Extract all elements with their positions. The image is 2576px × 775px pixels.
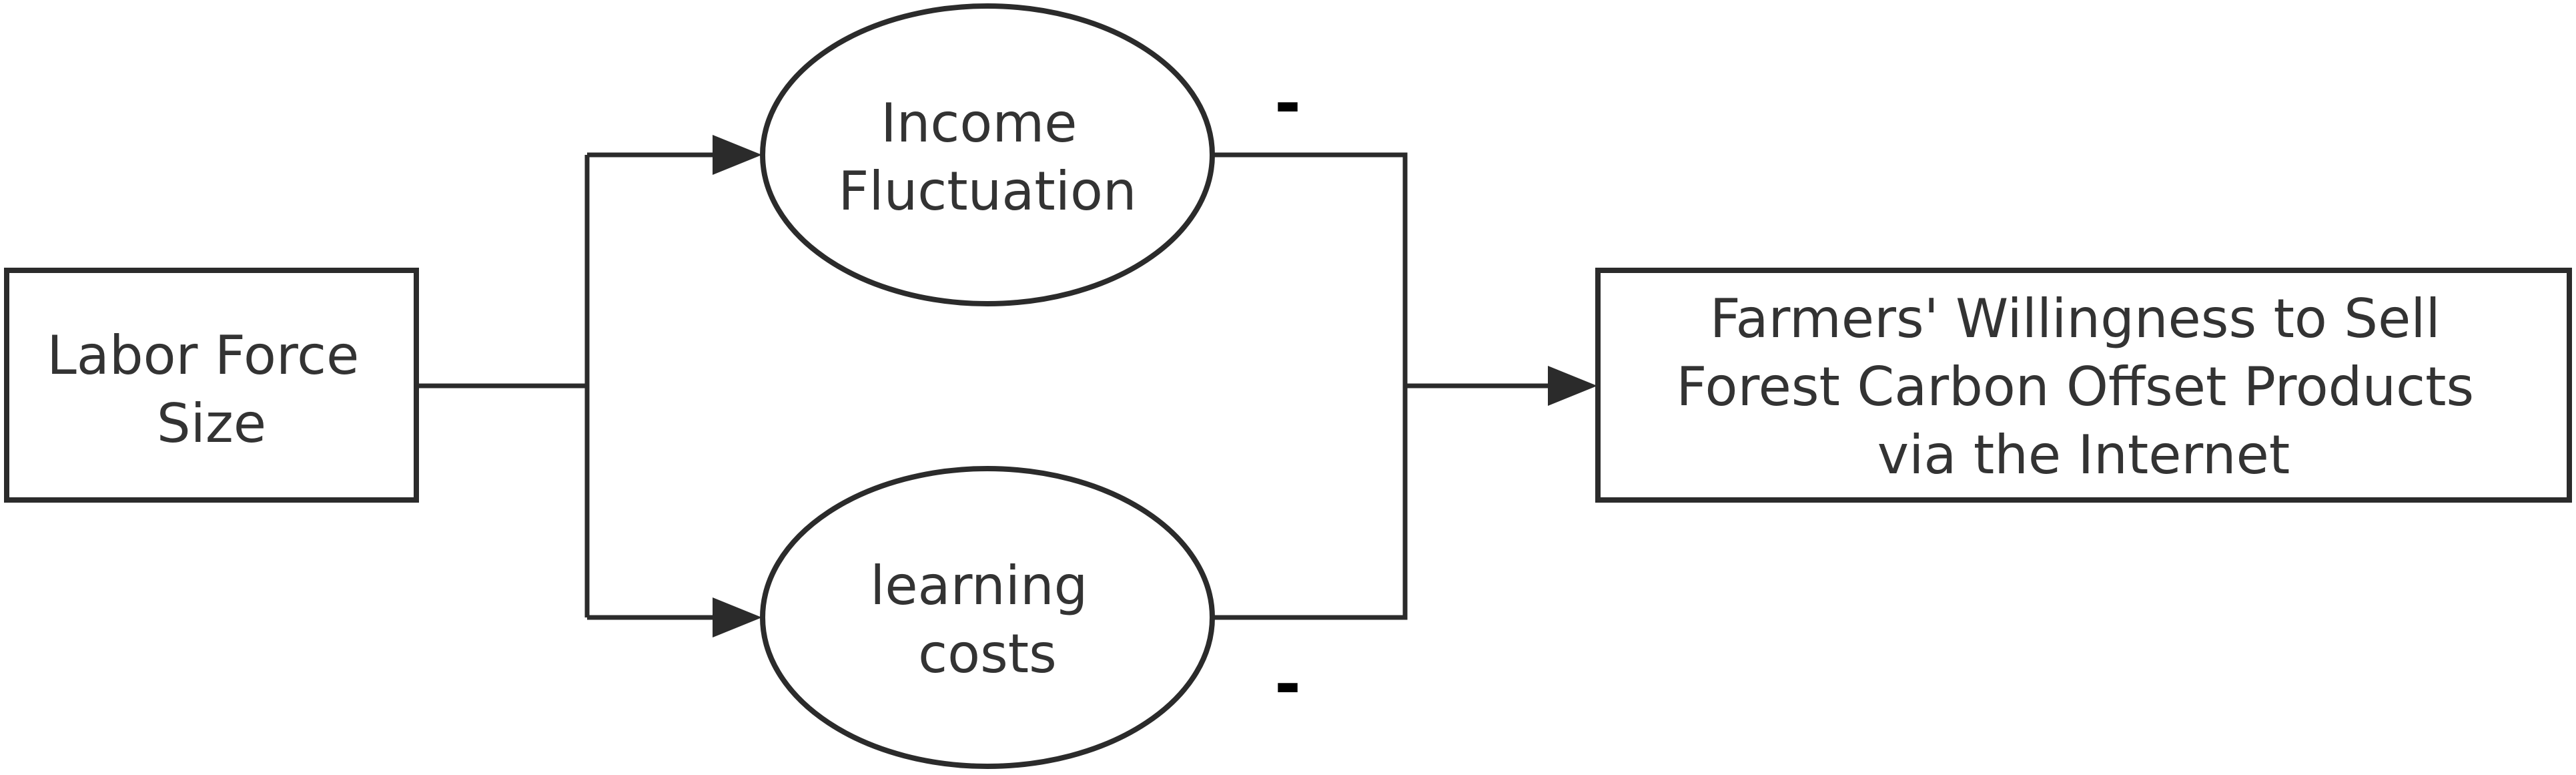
labor-label: Labor Force Size — [47, 324, 376, 455]
learning-label: learning costs — [870, 555, 1105, 685]
learning-effect-sign: - — [1274, 647, 1301, 722]
node-labor-force-size: Labor Force Size — [4, 268, 419, 503]
willingness-label-line-1: Farmers' Willingness to Sell — [1710, 288, 2441, 350]
income-ellipse — [760, 3, 1215, 306]
learning-ellipse — [760, 466, 1215, 769]
learning-label-line-1: learning — [870, 555, 1088, 617]
connectors — [419, 135, 1597, 637]
connector-learning-merge — [1213, 386, 1408, 620]
income-label: Income Fluctuation — [838, 92, 1136, 222]
connector-income-merge — [1213, 152, 1408, 386]
arrowhead-willingness — [1548, 366, 1597, 406]
labor-label-line-1: Labor Force — [47, 324, 359, 386]
arrowhead-learning — [713, 597, 762, 637]
willingness-label-line-2: Forest Carbon Offset Products — [1676, 356, 2474, 418]
income-label-line-2: Fluctuation — [838, 160, 1136, 222]
learning-label-line-2: costs — [918, 623, 1057, 685]
node-income-fluctuation: Income Fluctuation — [760, 3, 1215, 306]
willingness-label: Farmers' Willingness to Sell Forest Carb… — [1676, 288, 2491, 486]
node-farmers-willingness: Farmers' Willingness to Sell Forest Carb… — [1595, 268, 2572, 503]
labor-label-line-2: Size — [157, 393, 266, 455]
income-effect-sign: - — [1274, 66, 1301, 141]
node-learning-costs: learning costs — [760, 466, 1215, 769]
income-label-line-1: Income — [881, 92, 1077, 154]
arrowhead-income — [713, 135, 762, 175]
labor-box — [4, 268, 419, 503]
willingness-label-line-3: via the Internet — [1877, 424, 2290, 486]
willingness-box — [1595, 268, 2572, 503]
